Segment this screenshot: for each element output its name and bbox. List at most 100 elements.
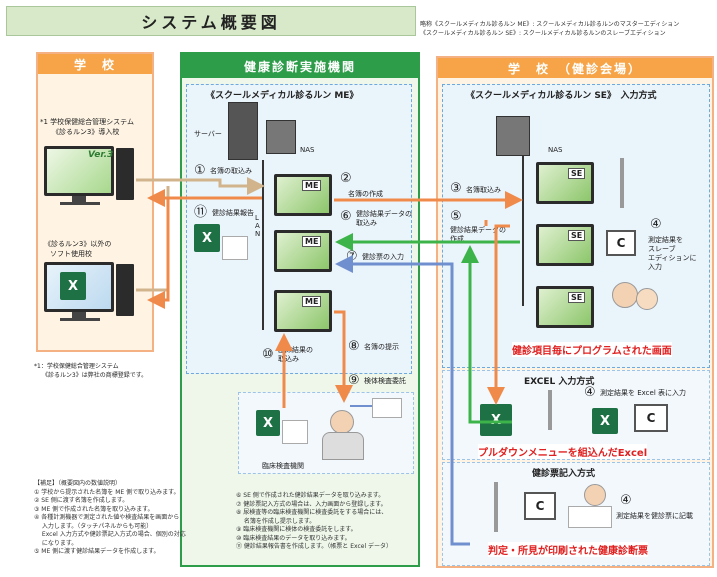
- eye-chart-icon: C: [634, 404, 668, 432]
- left-text-1: *1 学校保健総合管理システム: [40, 118, 134, 126]
- note-line: 名簿を作成し提示します。: [236, 517, 316, 525]
- step-1-label: 名簿の取込み: [210, 167, 252, 175]
- arrow-step7: [335, 255, 470, 546]
- se-label-3: SE: [568, 292, 586, 303]
- nas-label-right: NAS: [548, 146, 563, 154]
- note-line: ③ ME 側で作成された名簿を取り込みます。: [34, 505, 154, 513]
- note-line: ⑥ SE 側で作成された健診結果データを取り込みます。: [236, 492, 385, 499]
- step-9-label: 検体検査委託: [364, 377, 406, 385]
- scale-icon: [548, 390, 552, 430]
- step-6-label-b: 取込み: [356, 219, 377, 227]
- step-5-label-a: 健診結果データの: [450, 226, 506, 234]
- sheet-step-label: 測定結果を健診票に記載: [616, 512, 693, 520]
- sheet-step-number: ④: [620, 493, 632, 508]
- eye-chart-icon: C: [606, 230, 636, 256]
- step-10-label-b: 取込み: [278, 355, 299, 363]
- supplement-notes-left: 【補足】（概要図内の数値説明） ① 学校から提示された名簿を ME 側で取り込み…: [34, 480, 186, 557]
- excel-icon: X: [480, 404, 512, 436]
- step-3-number: ③: [450, 181, 462, 196]
- middle-panel-header: 健康診断実施機関: [182, 54, 418, 78]
- height-meter-icon: [494, 482, 498, 532]
- note-line: ④ 各種計測機器で測定された値や検査結果を画面から: [34, 514, 180, 521]
- step-4-label-a: 測定結果を: [648, 236, 683, 244]
- sheet-header: 健診票記入方式: [532, 469, 596, 479]
- server-label: サーバー: [194, 130, 222, 138]
- sample-rack-icon: [372, 398, 402, 418]
- writer-icon: [584, 484, 606, 506]
- student-icon: [636, 288, 658, 310]
- pc-tower-icon: [116, 264, 134, 316]
- arrow-step1: [136, 177, 265, 195]
- note-line: ⑧ 尿検査等の臨床検査機関に検査委託をする場合には、: [236, 509, 388, 516]
- note-line: ⑪ 健診結果報告書を作成します。（帳票と Excel データ）: [236, 543, 393, 550]
- nas-icon: [496, 116, 530, 156]
- excel-icon: X: [256, 410, 280, 436]
- step-8-number: ⑧: [348, 339, 360, 354]
- note-line: ⑨ 臨床検査機関に検体の検査委託をします。: [236, 526, 357, 533]
- monitor-base: [60, 202, 100, 205]
- step-8-label: 名簿の提示: [364, 343, 399, 351]
- abbr-note-me: 略称《スクールメディカル診るルン ME》: スクールメディカル診るルンのマスター…: [420, 21, 680, 28]
- monitor-stand: [72, 196, 86, 202]
- step-3-label: 名簿取込み: [466, 186, 501, 194]
- document-icon: [222, 236, 248, 260]
- me-label-3: ME: [302, 296, 322, 307]
- se-lan-line: [522, 156, 524, 306]
- note-line: になります。: [34, 539, 78, 547]
- monitor-stand: [72, 312, 86, 318]
- step-9-number: ⑨: [348, 373, 360, 388]
- se-monitor-icon: [536, 224, 594, 266]
- se-monitor-icon: [536, 162, 594, 204]
- lab-technician-body: [322, 432, 364, 460]
- arrow-step1b: [136, 186, 170, 292]
- nas-label-mid: NAS: [300, 146, 315, 154]
- step-4-label-b: スレーブ: [648, 245, 676, 253]
- supplement-notes-right: ⑥ SE 側で作成された健診結果データを取り込みます。 ⑦ 健診票記入方式の場合…: [236, 492, 393, 552]
- step-7-label: 健診票の入力: [362, 253, 404, 261]
- right-panel-header: 学 校 （健診会場）: [438, 58, 712, 78]
- se-subtitle: 《スクールメディカル診るルン SE》 入力方式: [466, 91, 657, 101]
- note-line: Excel 入力方式や健診票記入方式の場合、個別の対応: [34, 531, 186, 538]
- doctor-icon: [612, 282, 638, 308]
- step-5-number: ⑤: [450, 209, 462, 224]
- arrow-step8: [334, 310, 353, 403]
- me-label-2: ME: [302, 236, 322, 247]
- nas-icon: [266, 120, 296, 154]
- excel-icon: X: [194, 224, 220, 252]
- left-text-4: ソフト使用校: [50, 250, 92, 258]
- step-1-number: ①: [194, 163, 206, 178]
- note-line: ① 学校から提示された名簿を ME 側で取り込みます。: [34, 488, 180, 496]
- step-6-number: ⑥: [340, 209, 352, 224]
- monitor-base: [60, 318, 100, 321]
- step-6-label-a: 健診結果データの: [356, 210, 412, 218]
- note-line: ⑦ 健診票記入方式の場合は、入力画面から登録します。: [236, 500, 387, 508]
- step-10-number: ⑩: [262, 347, 274, 362]
- left-panel-header: 学 校: [38, 54, 152, 74]
- left-footnote-2: 《診るルン3》は弊社の商標登録です。: [42, 372, 148, 379]
- note-line: 入力します。（タッチパネルからも可能）: [34, 522, 153, 530]
- step-2-number: ②: [340, 171, 352, 186]
- step-4-label-d: 入力: [648, 263, 662, 271]
- arrow-excel-orange: [487, 224, 510, 405]
- red-caption-se: 健診項目毎にプログラムされた画面: [512, 342, 672, 357]
- excel-step-number: ④: [584, 385, 596, 400]
- note-line: 【補足】（概要図内の数値説明）: [34, 480, 122, 487]
- se-label-1: SE: [568, 168, 586, 179]
- lan-line: [262, 160, 264, 330]
- pc-tower-icon: [116, 148, 134, 200]
- red-caption-excel: プルダウンメニューを組込んだExcel: [478, 444, 648, 459]
- note-line: ② SE 側に渡す名簿を作成します。: [34, 497, 129, 504]
- left-text-3: 《診るルン3》以外の: [44, 240, 112, 248]
- lab-label: 臨床検査機関: [262, 462, 304, 470]
- document-icon: [282, 420, 308, 444]
- excel-icon: X: [60, 272, 86, 300]
- arrow-excel-green: [461, 245, 512, 424]
- red-caption-sheet: 判定・所見が印刷された健康診断票: [488, 542, 648, 557]
- pc-monitor-icon: [44, 146, 114, 196]
- step-4-number: ④: [650, 217, 662, 232]
- excel-header: EXCEL 入力方式: [524, 377, 595, 387]
- abbr-note-se: 《スクールメディカル診るルン SE》: スクールメディカル診るルンのスレーブエデ…: [420, 30, 666, 37]
- step-11-label: 健診結果報告: [212, 209, 254, 217]
- step-4-label-c: エディションに: [648, 254, 697, 262]
